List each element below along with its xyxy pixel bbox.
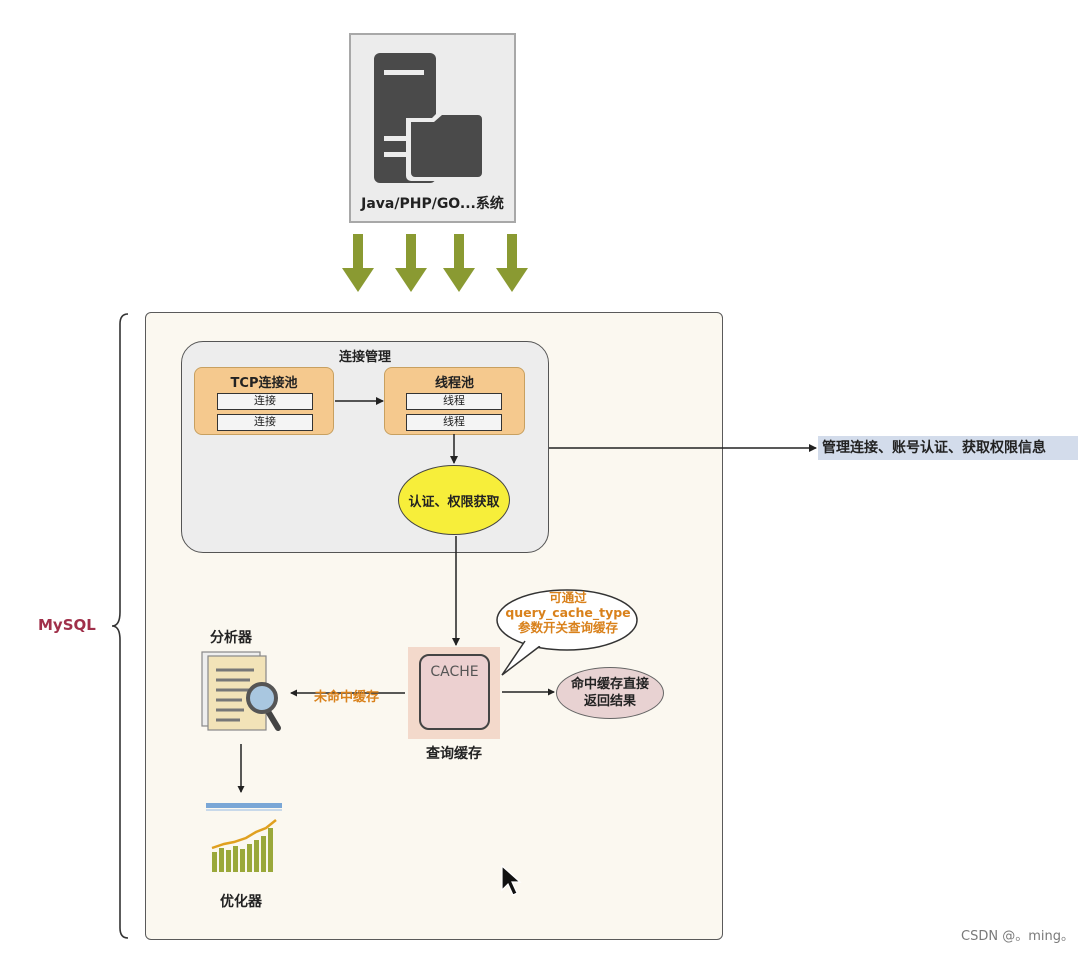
cache-note-line: 参数开关查询缓存 bbox=[517, 620, 618, 635]
cache-miss-label: 未命中缓存 bbox=[314, 690, 380, 705]
connection-slot: 连接 bbox=[217, 414, 313, 431]
tcp-pool-title: TCP连接池 bbox=[230, 376, 298, 391]
cache-box bbox=[419, 654, 490, 730]
connection-management-title: 连接管理 bbox=[338, 350, 391, 365]
down-arrow-icon bbox=[496, 234, 528, 292]
connection-note: 管理连接、账号认证、获取权限信息 bbox=[818, 436, 1078, 460]
cache-hit-line: 命中缓存直接 bbox=[570, 677, 649, 692]
auth-label: 认证、权限获取 bbox=[408, 494, 500, 510]
cache-note-text: 可通过 query_cache_type 参数开关查询缓存 bbox=[498, 590, 638, 635]
document-magnifier-icon bbox=[201, 651, 281, 731]
optimizer-title: 优化器 bbox=[220, 894, 262, 910]
thread-slot: 线程 bbox=[406, 414, 502, 431]
analyzer-title: 分析器 bbox=[210, 630, 252, 646]
connection-slot: 连接 bbox=[217, 393, 313, 410]
auth-permission-node: 认证、权限获取 bbox=[398, 465, 510, 535]
bar-chart-icon bbox=[206, 802, 282, 878]
cache-box-label: CACHE bbox=[430, 664, 479, 680]
thread-pool-title: 线程池 bbox=[434, 376, 474, 391]
mysql-label: MySQL bbox=[38, 616, 96, 634]
cache-note-line: 可通过 bbox=[549, 590, 587, 605]
mysql-brace bbox=[111, 313, 129, 939]
cache-hit-line: 返回结果 bbox=[583, 694, 636, 709]
down-arrow-icon bbox=[395, 234, 427, 292]
server-folder-icon bbox=[374, 53, 485, 183]
mouse-cursor-icon bbox=[501, 864, 522, 896]
cache-note-bubble bbox=[496, 589, 638, 676]
query-cache-caption: 查询缓存 bbox=[426, 746, 482, 762]
cache-hit-node: 命中缓存直接 返回结果 bbox=[556, 667, 664, 719]
thread-slot: 线程 bbox=[406, 393, 502, 410]
down-arrow-icon bbox=[443, 234, 475, 292]
request-arrows bbox=[342, 234, 528, 292]
watermark: CSDN @。ming。 bbox=[961, 929, 1074, 944]
down-arrow-icon bbox=[342, 234, 374, 292]
client-system-label: Java/PHP/GO...系统 bbox=[361, 196, 504, 212]
cache-note-line: query_cache_type bbox=[505, 605, 631, 620]
